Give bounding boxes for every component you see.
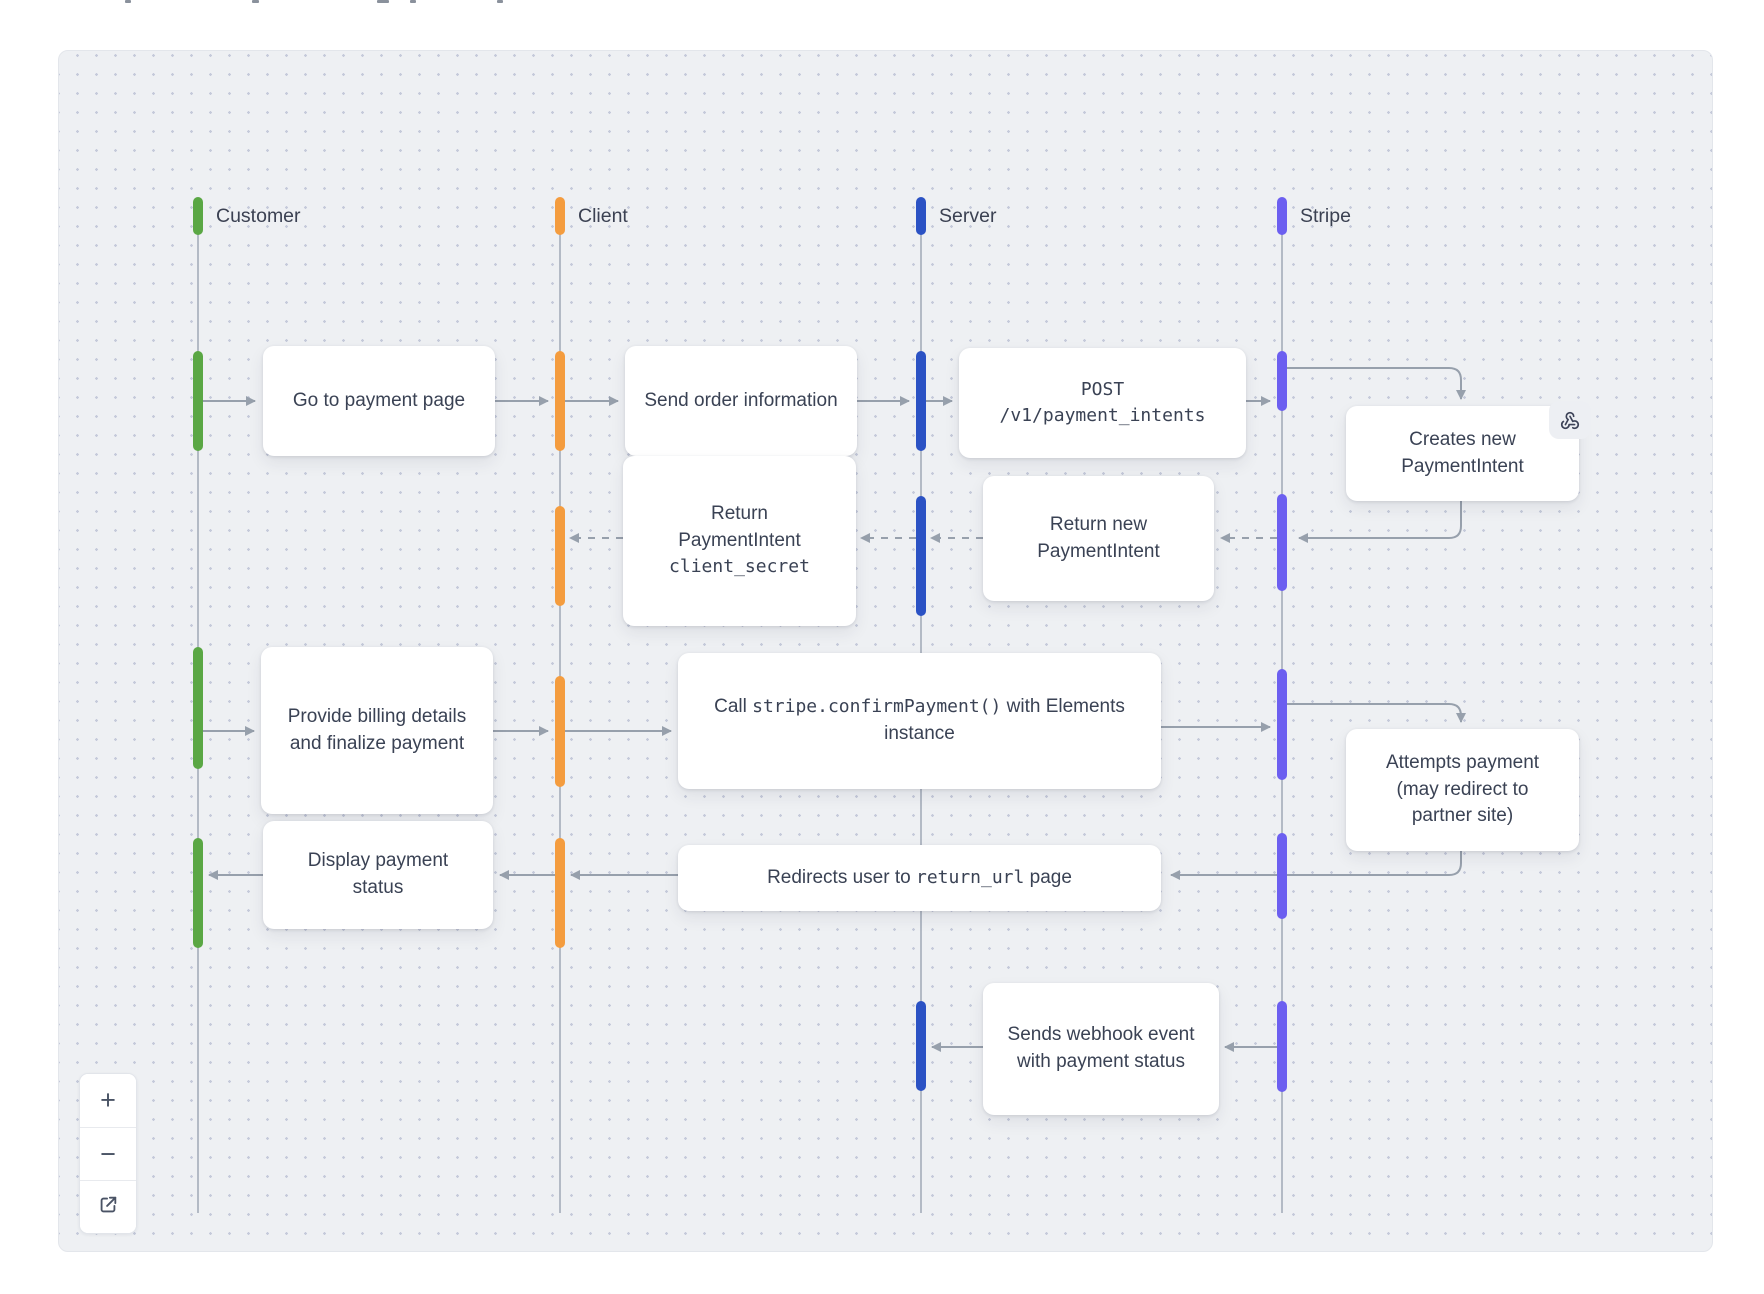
- activation-bar: [555, 506, 565, 606]
- message-text: Sends webhook event with payment status: [1007, 1024, 1195, 1072]
- webhook-icon: [1549, 401, 1591, 439]
- diagram-controls: + −: [79, 1073, 137, 1234]
- actor-label-client: Client: [578, 205, 628, 227]
- message-text: Send order information: [644, 389, 838, 411]
- actor-label-stripe: Stripe: [1300, 205, 1351, 227]
- message-box-attempts-payment: Attempts payment (may redirect to partne…: [1346, 729, 1579, 851]
- message-text: Redirects user to return_url page: [767, 866, 1072, 888]
- message-box-provide-billing: Provide billing details and finalize pay…: [261, 647, 493, 814]
- client-lifeline-capsule: [555, 197, 565, 235]
- open-in-new-button[interactable]: [80, 1180, 136, 1233]
- activation-bar: [1277, 494, 1287, 591]
- message-text: Provide billing details and finalize pay…: [287, 705, 467, 754]
- message-text: Attempts payment (may redirect to partne…: [1385, 751, 1540, 827]
- message-text: Display payment status: [307, 850, 449, 898]
- activation-bar: [916, 1001, 926, 1091]
- message-box-display-status: Display payment status: [263, 821, 493, 929]
- message-box-webhook-event: Sends webhook event with payment status: [983, 983, 1219, 1115]
- activation-bar: [555, 351, 565, 451]
- clipped-text-fragments: [0, 0, 600, 4]
- stripe-lifeline-capsule: [1277, 197, 1287, 235]
- external-link-icon: [97, 1192, 119, 1223]
- activation-bar: [1277, 1001, 1287, 1092]
- activation-bar: [916, 351, 926, 451]
- activation-bar: [1277, 351, 1287, 411]
- message-box-post-payment-intents: POST/v1/payment_intents: [959, 348, 1246, 458]
- activation-bar: [193, 647, 203, 769]
- activation-bar: [193, 351, 203, 451]
- actor-label-server: Server: [939, 205, 997, 227]
- server-lifeline-capsule: [916, 197, 926, 235]
- activation-bar: [193, 838, 203, 948]
- activation-bar: [1277, 833, 1287, 919]
- message-box-send-order: Send order information: [625, 346, 857, 456]
- activation-bar: [1277, 669, 1287, 780]
- customer-lifeline-capsule: [193, 197, 203, 235]
- message-box-go-payment: Go to payment page: [263, 346, 495, 456]
- activation-bar: [916, 496, 926, 616]
- plus-icon: +: [100, 1085, 116, 1115]
- message-box-return-new-paymentintent: Return new PaymentIntent: [983, 476, 1214, 601]
- sequence-diagram-panel[interactable]: Customer Client Server Stripe Go to paym…: [58, 50, 1713, 1252]
- zoom-out-button[interactable]: −: [80, 1127, 136, 1180]
- zoom-in-button[interactable]: +: [80, 1074, 136, 1127]
- message-box-creates-paymentintent: Creates new PaymentIntent: [1346, 401, 1591, 501]
- activation-bar: [555, 838, 565, 948]
- message-text: Return new PaymentIntent: [1037, 513, 1160, 562]
- message-text: Creates new PaymentIntent: [1401, 428, 1524, 477]
- actor-label-customer: Customer: [216, 205, 301, 227]
- message-text: Go to payment page: [292, 389, 466, 411]
- message-text: Call stripe.confirmPayment() with Elemen…: [714, 696, 1125, 744]
- message-box-redirects-return-url: Redirects user to return_url page: [678, 845, 1161, 911]
- message-text: POST/v1/payment_intents: [999, 379, 1206, 426]
- activation-bar: [555, 676, 565, 787]
- minus-icon: −: [100, 1138, 116, 1169]
- message-box-call-confirmpayment: Call stripe.confirmPayment() with Elemen…: [678, 653, 1161, 789]
